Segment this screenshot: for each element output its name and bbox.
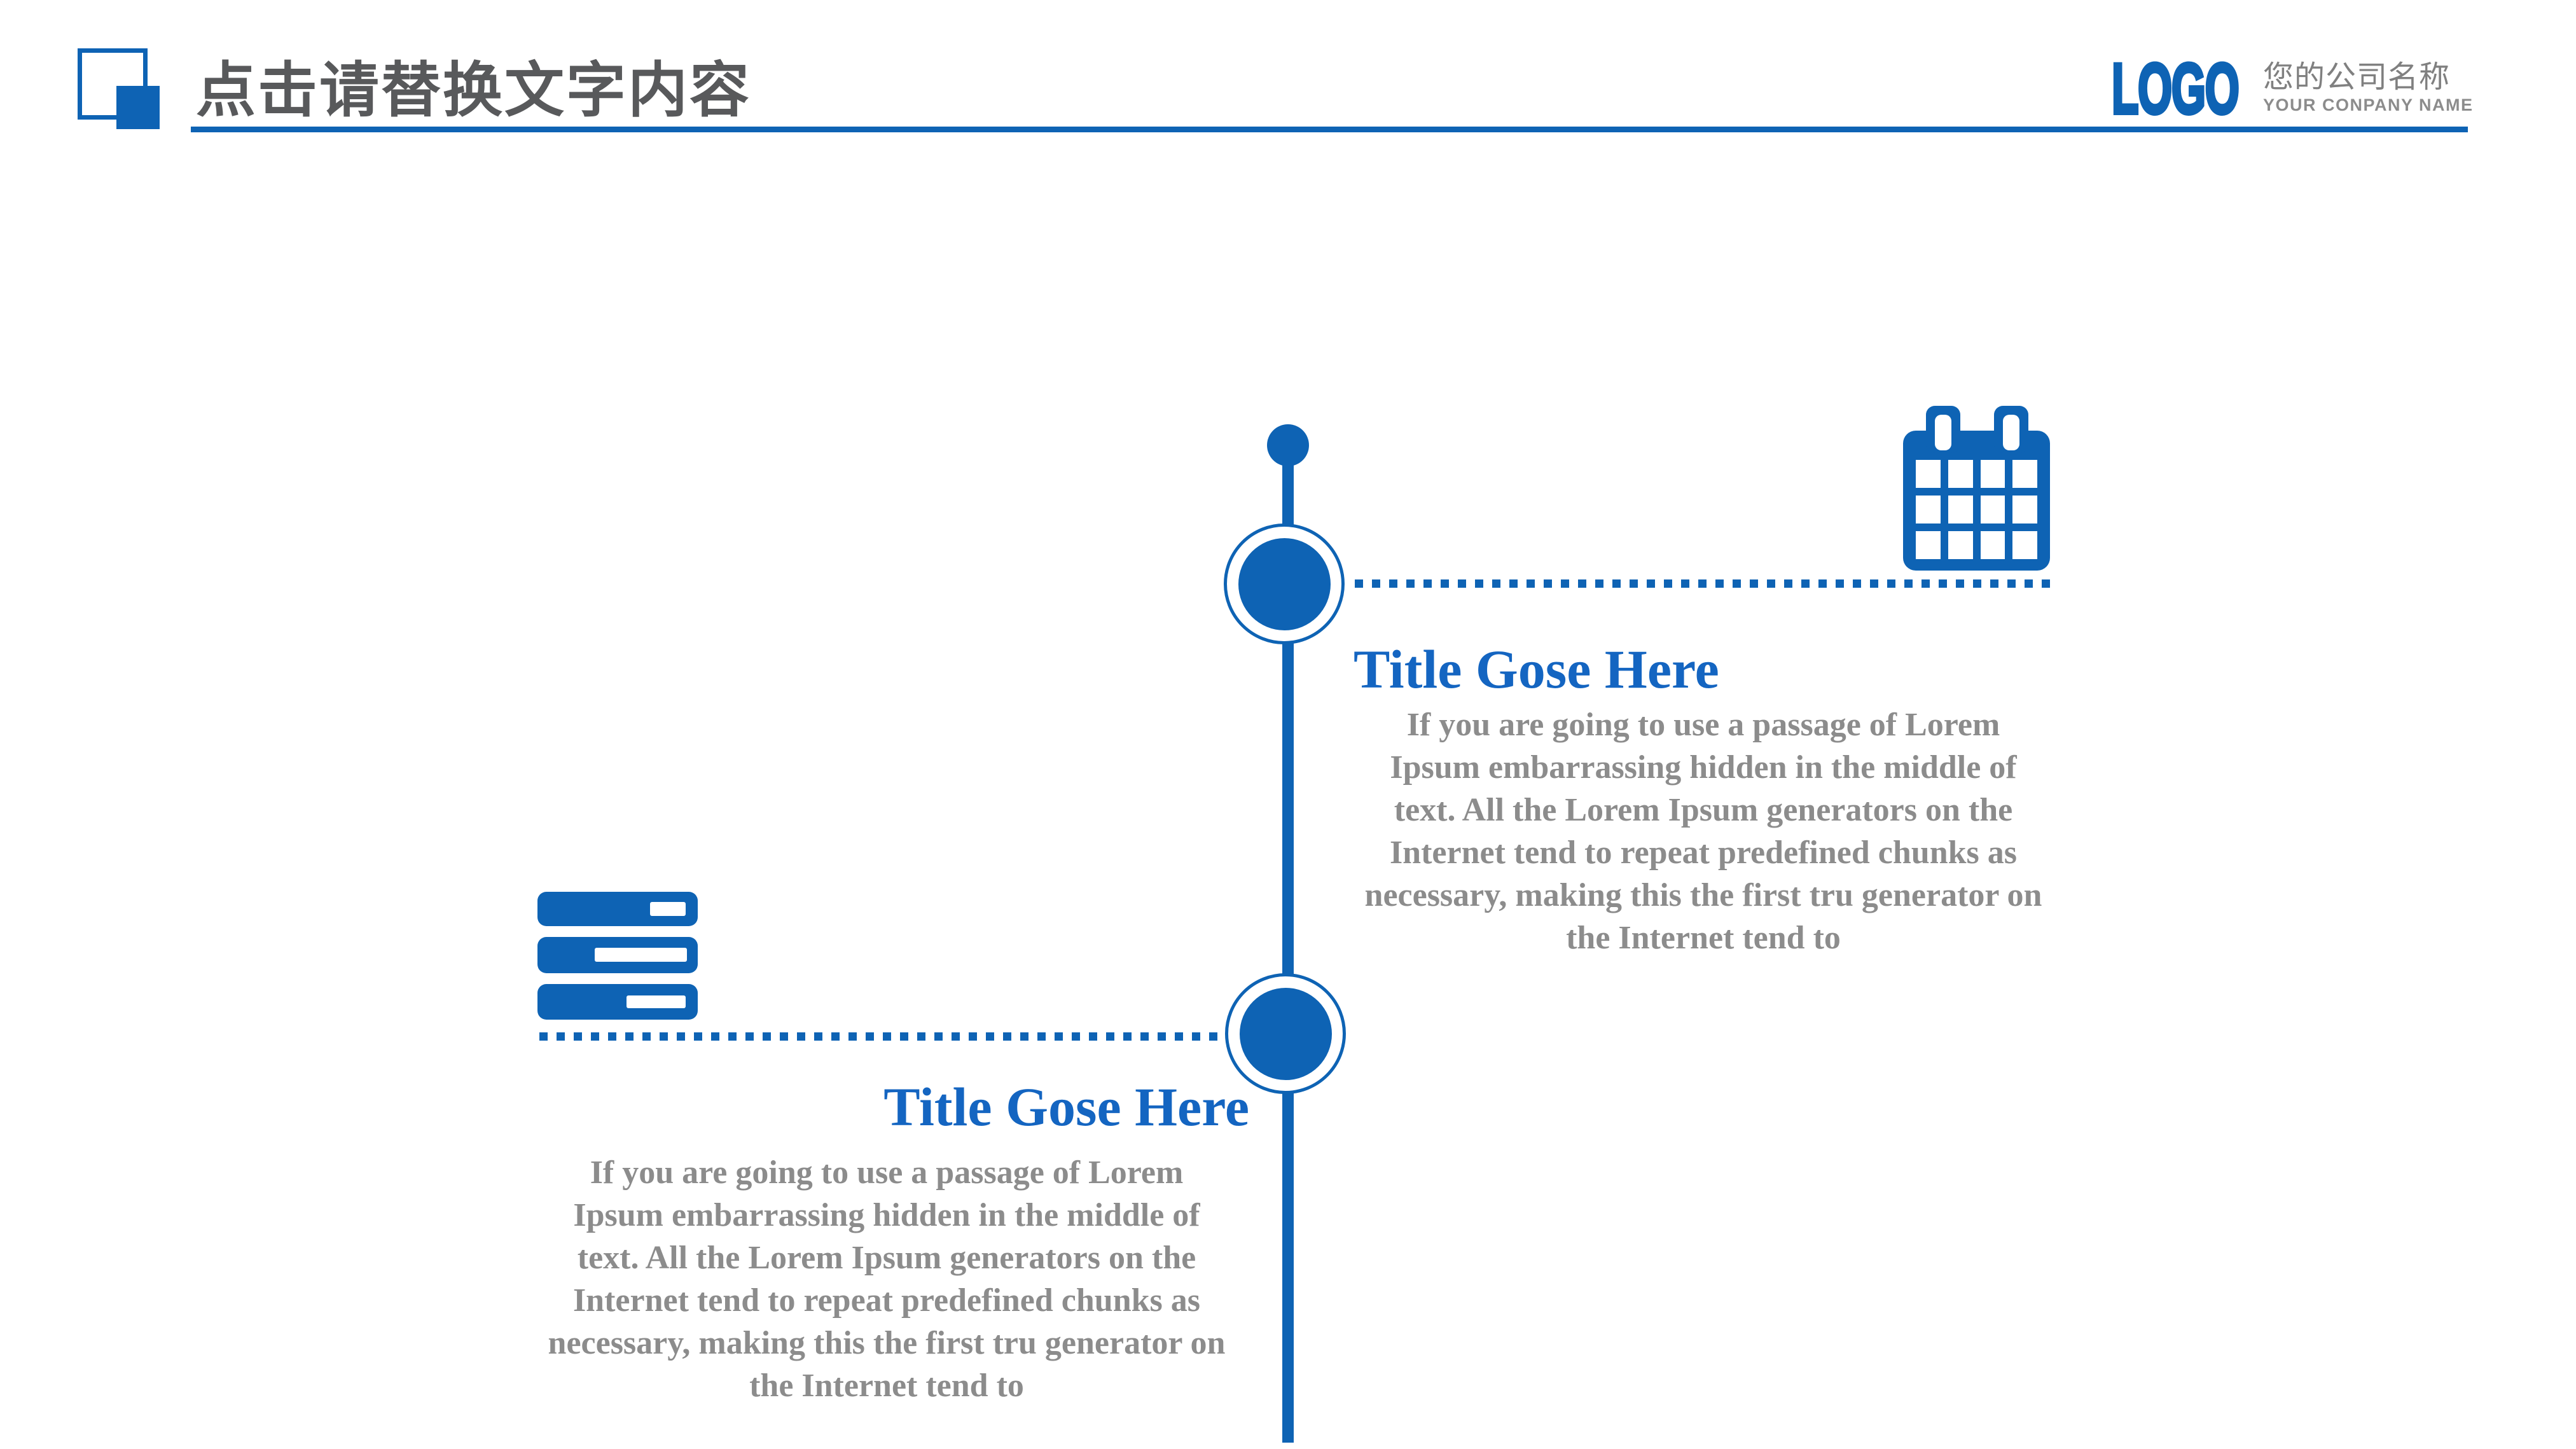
calendar-ring-slot — [1935, 415, 1951, 450]
company-name-cn: 您的公司名称 — [2263, 60, 2451, 94]
section-1-body: If you are going to use a passage of Lor… — [1322, 704, 2085, 959]
calendar-ring-left — [1926, 406, 1960, 453]
section-2-title: Title Gose Here — [883, 1076, 1249, 1137]
body-line: If you are going to use a passage of Lor… — [590, 1154, 1184, 1191]
body-line: Ipsum embarrassing hidden in the middle … — [1390, 749, 2017, 786]
timeline-node-2-core — [1239, 987, 1332, 1080]
section-1-title: Title Gose Here — [1354, 639, 1719, 700]
timeline-node-2 — [1225, 973, 1346, 1094]
body-line: necessary, making this the first tru gen… — [548, 1325, 1226, 1361]
calendar-ring-right — [1994, 406, 2028, 453]
body-line: necessary, making this the first tru gen… — [1364, 877, 2042, 913]
timeline-start-dot — [1267, 424, 1309, 466]
server-icon — [537, 892, 698, 1020]
page-title: 点击请替换文字内容 — [196, 57, 752, 123]
timeline-node-1 — [1224, 523, 1345, 644]
calendar-icon — [1903, 406, 2050, 571]
company-name-block: 您的公司名称 YOUR CONPANY NAME — [2263, 60, 2474, 115]
section-2-body: If you are going to use a passage of Lor… — [505, 1151, 1268, 1407]
calendar-ring-slot — [2003, 415, 2019, 450]
header-square-outline-icon — [78, 48, 148, 120]
dotted-connector-2 — [539, 1032, 1224, 1041]
timeline-vertical-line — [1282, 445, 1294, 1443]
body-line: text. All the Lorem Ipsum generators on … — [1394, 792, 2013, 828]
body-line: Internet tend to repeat predefined chunk… — [572, 1282, 1201, 1319]
server-bar-slot — [627, 995, 686, 1008]
calendar-grid — [1916, 460, 2037, 559]
logo-text: LOGO — [2110, 49, 2240, 128]
header-square-fill-icon — [116, 86, 160, 129]
server-bar-slot — [650, 902, 686, 916]
body-line: text. All the Lorem Ipsum generators on … — [577, 1240, 1196, 1276]
body-line: the Internet tend to — [1566, 920, 1841, 956]
timeline-node-1-core — [1238, 537, 1331, 630]
body-line: Ipsum embarrassing hidden in the middle … — [573, 1197, 1200, 1233]
body-line: Internet tend to repeat predefined chunk… — [1389, 835, 2018, 871]
body-line: the Internet tend to — [749, 1368, 1024, 1404]
body-line: If you are going to use a passage of Lor… — [1406, 707, 2000, 743]
header-divider — [191, 127, 2468, 132]
dotted-connector-1 — [1355, 579, 2054, 588]
company-name-en: YOUR CONPANY NAME — [2263, 95, 2474, 114]
server-bar-slot — [595, 948, 687, 962]
